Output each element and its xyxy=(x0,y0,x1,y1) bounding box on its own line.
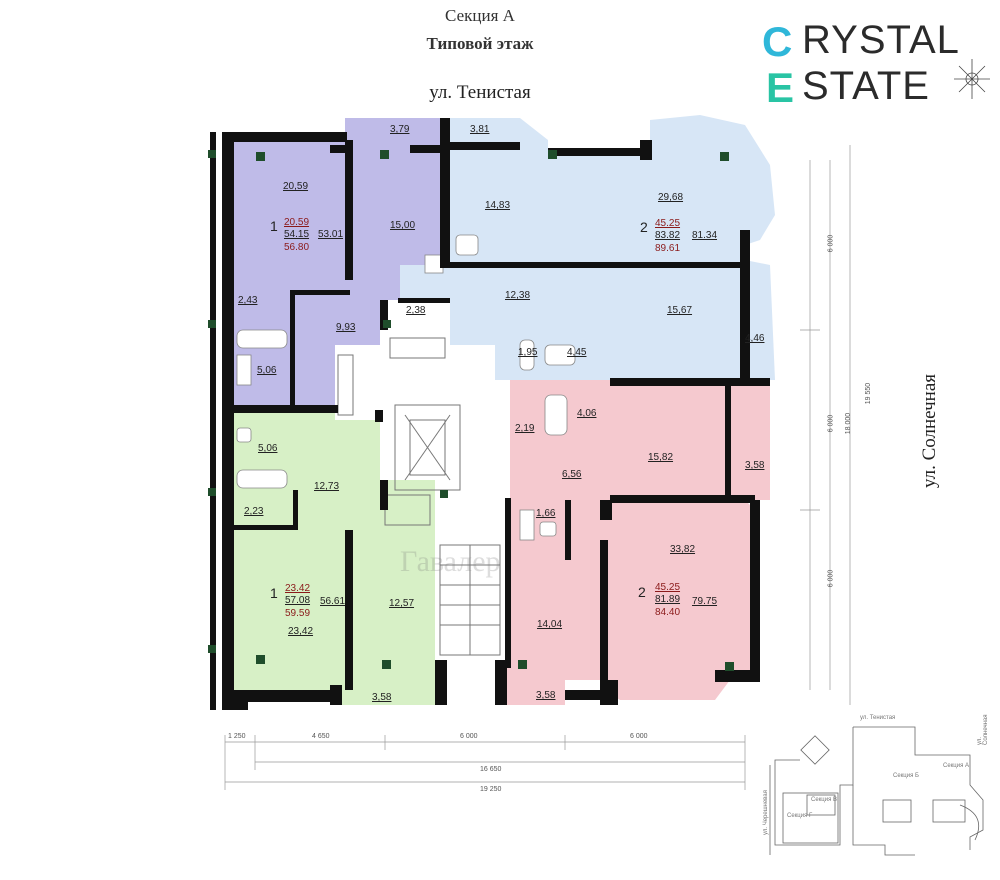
room-area: 1,66 xyxy=(536,508,556,519)
apartment-area-gross: 59.59 xyxy=(285,608,311,619)
street-top-label: ул. Тенистая xyxy=(429,82,531,103)
apartment-rooms-1-top: 1 xyxy=(270,218,278,234)
section-title: Секция А xyxy=(445,6,515,25)
apartment-area-total: 81.89 xyxy=(655,594,681,605)
room-area: 4,46 xyxy=(745,333,765,344)
apartment-fills xyxy=(228,115,775,705)
minimap-drawing xyxy=(769,726,984,856)
room-area: 15,00 xyxy=(390,220,416,231)
dim-right-inner-total: 18 000 xyxy=(845,412,853,435)
room-area: 2,38 xyxy=(406,305,426,316)
dim-right-1: 6 000 xyxy=(827,234,835,253)
room-area: 2,23 xyxy=(244,506,264,517)
column-markers xyxy=(208,150,734,671)
dim-right-2: 6 000 xyxy=(827,414,835,433)
apartment-area-living: 23.42 xyxy=(285,583,311,594)
minimap-section-b: Секция Б xyxy=(893,773,919,779)
room-area: 5,06 xyxy=(257,365,277,376)
room-area: 2,43 xyxy=(238,295,258,306)
minimap-street-left: ул. Черешневая xyxy=(763,790,769,835)
dim-bottom-total: 19 250 xyxy=(480,786,502,793)
minimap-street-right: ул. Солнечная xyxy=(977,714,989,745)
room-area: 3,58 xyxy=(745,460,765,471)
room-area: 6,56 xyxy=(562,469,582,480)
apartment-area-gross: 56.80 xyxy=(284,242,310,253)
room-area: 3,58 xyxy=(372,692,392,703)
logo-word-2: STATE xyxy=(802,64,930,108)
room-area: 14,83 xyxy=(485,200,511,211)
logo-word-1: RYSTAL xyxy=(802,18,960,62)
apartment-area-total: 83.82 xyxy=(655,230,681,241)
compass-icon xyxy=(954,59,990,99)
apartment-area-living: 45.25 xyxy=(655,582,681,593)
room-area: 15,82 xyxy=(648,452,674,463)
room-area: 9,93 xyxy=(336,322,356,333)
room-area: 1,95 xyxy=(518,347,538,358)
apartment-blue-center-fill xyxy=(400,118,610,380)
room-area: 5,06 xyxy=(258,443,278,454)
room-area: 12,38 xyxy=(505,290,531,301)
room-area: 3,58 xyxy=(536,690,556,701)
apartment-area-total: 57.08 xyxy=(285,595,311,606)
room-area: 3,79 xyxy=(390,124,410,135)
dim-bottom-2: 4 650 xyxy=(312,733,330,740)
watermark: Гавалер xyxy=(400,545,501,578)
apartment-area-gross: 89.61 xyxy=(655,243,681,254)
room-area: 29,68 xyxy=(658,192,684,203)
core-outlines xyxy=(337,337,501,656)
dim-bottom-3: 6 000 xyxy=(460,733,478,740)
apartment-area-total: 54.15 xyxy=(284,229,310,240)
apartment-rooms-2-bottom: 2 xyxy=(638,584,646,600)
apartment-area-side: 79.75 xyxy=(692,596,718,607)
apartment-area-living: 20.59 xyxy=(284,217,310,228)
room-area: 15,67 xyxy=(667,305,693,316)
room-area: 20,59 xyxy=(283,181,309,192)
logo-letter-e: E xyxy=(766,64,795,111)
dim-bottom-4: 6 000 xyxy=(630,733,648,740)
logo-letter-c: C xyxy=(762,18,793,65)
dim-bottom-inner-total: 16 650 xyxy=(480,766,502,773)
room-area: 3,81 xyxy=(470,124,490,135)
room-area: 33,82 xyxy=(670,544,696,555)
room-area: 2,19 xyxy=(515,423,535,434)
dim-right-total: 19 550 xyxy=(865,382,873,405)
room-area: 12,57 xyxy=(389,598,415,609)
minimap-section-g: Секция Г xyxy=(787,813,813,819)
room-area: 4,06 xyxy=(577,408,597,419)
floor-title: Типовой этаж xyxy=(426,34,534,53)
apartment-area-side: 56.61 xyxy=(320,596,346,607)
dim-bottom-1: 1 250 xyxy=(228,733,246,740)
minimap-section-a: Секция А xyxy=(943,763,970,769)
walls xyxy=(210,118,770,710)
crystal-estate-logo: C RYSTAL E STATE xyxy=(762,18,992,111)
apartment-area-living: 45.25 xyxy=(655,218,681,229)
apartment-rooms-2-top: 2 xyxy=(640,219,648,235)
elevator-shaft xyxy=(394,404,461,491)
dimension-lines xyxy=(224,145,851,790)
minimap-section-v: Секция В xyxy=(811,797,838,803)
minimap-street-top: ул. Тенистая xyxy=(860,715,896,721)
apartment-rooms-1-bottom: 1 xyxy=(270,585,278,601)
room-area: 4,45 xyxy=(567,347,587,358)
site-minimap: ул. Тенистая ул. Солнечная ул. Черешнева… xyxy=(763,705,995,875)
apartment-area-gross: 84.40 xyxy=(655,607,681,618)
dim-right-3: 6 000 xyxy=(827,569,835,588)
apartment-area-side: 81.34 xyxy=(692,230,718,241)
room-area: 23,42 xyxy=(288,626,314,637)
apartment-area-side: 53.01 xyxy=(318,229,344,240)
room-area: 12,73 xyxy=(314,481,340,492)
apartment-2-top-fill xyxy=(565,115,775,380)
room-area: 14,04 xyxy=(537,619,563,630)
apartment-2-bottom-fill xyxy=(500,380,770,705)
